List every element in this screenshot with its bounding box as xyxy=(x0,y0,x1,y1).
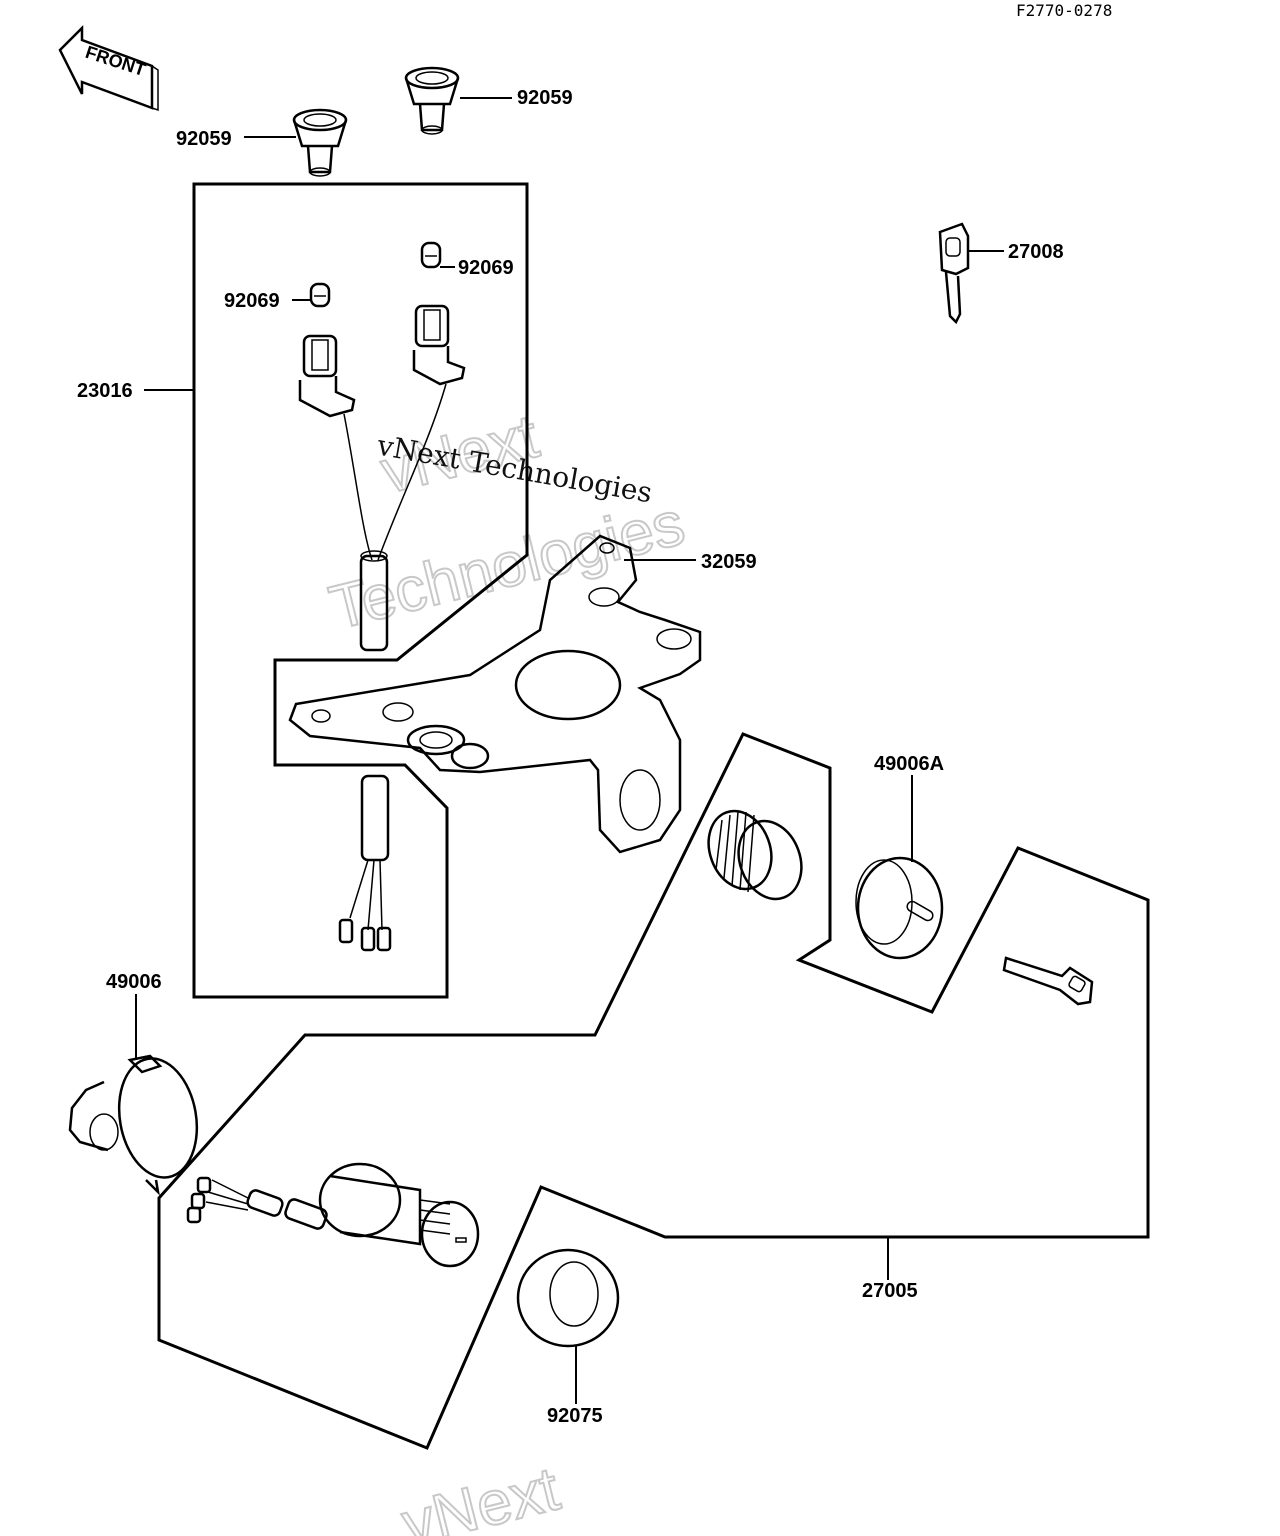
callout-27005: 27005 xyxy=(862,1280,918,1302)
watermark-line2: Technologies xyxy=(323,489,691,644)
callout-92059-lower: 92059 xyxy=(176,128,232,150)
watermark-bottom: vNext xyxy=(395,1454,565,1536)
front-arrow-icon: FRONT xyxy=(58,24,159,112)
wire-harness xyxy=(343,383,447,652)
figure-code: F2770-0278 xyxy=(1016,1,1112,20)
bracket-32059 xyxy=(288,534,702,854)
callout-92075: 92075 xyxy=(547,1405,603,1427)
callout-23016: 23016 xyxy=(77,380,133,402)
lock-set-frame-27005 xyxy=(157,732,1150,1450)
callout-92059-upper: 92059 xyxy=(517,87,573,109)
callout-92069-right: 92069 xyxy=(458,257,514,279)
bulb-92069-right xyxy=(420,241,442,269)
key-lockset-icon xyxy=(1002,956,1094,1006)
bulb-92069-left xyxy=(309,282,331,308)
callout-leaders xyxy=(135,97,1004,1404)
grommet-92059-lower xyxy=(292,108,348,177)
callout-49006A: 49006A xyxy=(874,753,944,775)
cover-49006 xyxy=(68,1054,199,1196)
callout-labels: 92059 92059 92069 92069 23016 27008 3205… xyxy=(77,87,1064,1427)
ignition-switch xyxy=(186,1162,480,1268)
wire-connector-lower xyxy=(338,774,392,952)
callout-27008: 27008 xyxy=(1008,241,1064,263)
bulb-socket-right xyxy=(412,304,466,386)
cap-49006A xyxy=(855,856,944,960)
grommet-92059-upper xyxy=(404,66,460,135)
callout-92069-left: 92069 xyxy=(224,290,280,312)
ring-92075 xyxy=(516,1248,620,1348)
assembly-frame-23016 xyxy=(192,182,529,999)
callout-32059: 32059 xyxy=(701,551,757,573)
knurled-cap xyxy=(707,809,803,901)
callout-49006: 49006 xyxy=(106,971,162,993)
bulb-socket-left xyxy=(298,334,356,418)
key-27008-icon xyxy=(938,222,970,325)
front-arrow-label: FRONT xyxy=(83,42,148,80)
